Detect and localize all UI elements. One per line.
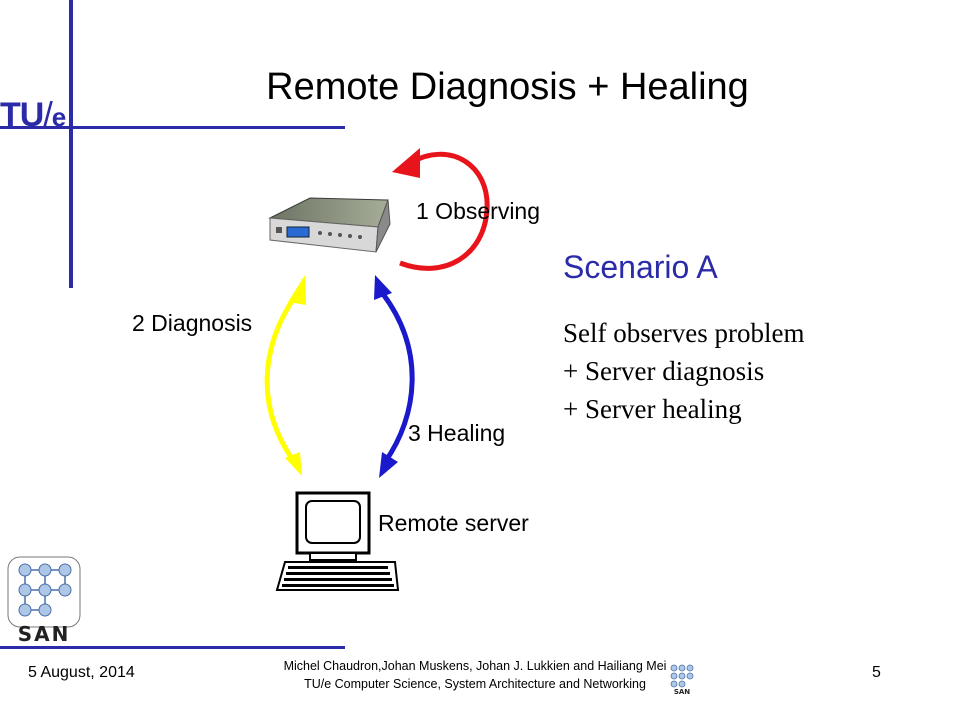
healing-label: 3 Healing [408, 420, 506, 446]
healing-double-arrow [374, 275, 415, 478]
observing-label: 1 Observing [416, 198, 541, 224]
diagnosis-double-arrow [264, 275, 306, 476]
frame-horizontal-line-bottom [0, 646, 345, 649]
scenario-line: Self observes problem [563, 318, 805, 348]
san-small-logo-icon [670, 664, 694, 688]
footer-credits-line: Michel Chaudron,Johan Muskens, Johan J. … [283, 659, 667, 673]
footer-date: 5 August, 2014 [28, 664, 135, 681]
slide-title: Remote Diagnosis + Healing [266, 66, 749, 108]
tue-logo: TU/e [0, 96, 66, 134]
san-small-logo-text: SAN [673, 688, 691, 696]
diagnosis-label: 2 Diagnosis [132, 310, 253, 336]
frame-vertical-line [69, 0, 73, 288]
san-logo-icon [7, 556, 81, 628]
page-number: 5 [872, 664, 881, 681]
scenario-title: Scenario A [563, 249, 718, 285]
footer-credits-line: TU/e Computer Science, System Architectu… [304, 677, 646, 691]
scenario-description: Self observes problem + Server diagnosis… [563, 314, 804, 428]
frame-horizontal-line-top [0, 126, 345, 129]
remote-server-computer-icon [275, 491, 400, 591]
scenario-line: + Server healing [563, 394, 742, 424]
remote-server-label: Remote server [378, 510, 529, 536]
set-top-device-icon [268, 197, 391, 253]
footer-credits: Michel Chaudron,Johan Muskens, Johan J. … [150, 657, 800, 693]
observing-loop-arrow [392, 148, 490, 271]
scenario-line: + Server diagnosis [563, 356, 765, 386]
san-logo-text: SAN [17, 622, 71, 646]
